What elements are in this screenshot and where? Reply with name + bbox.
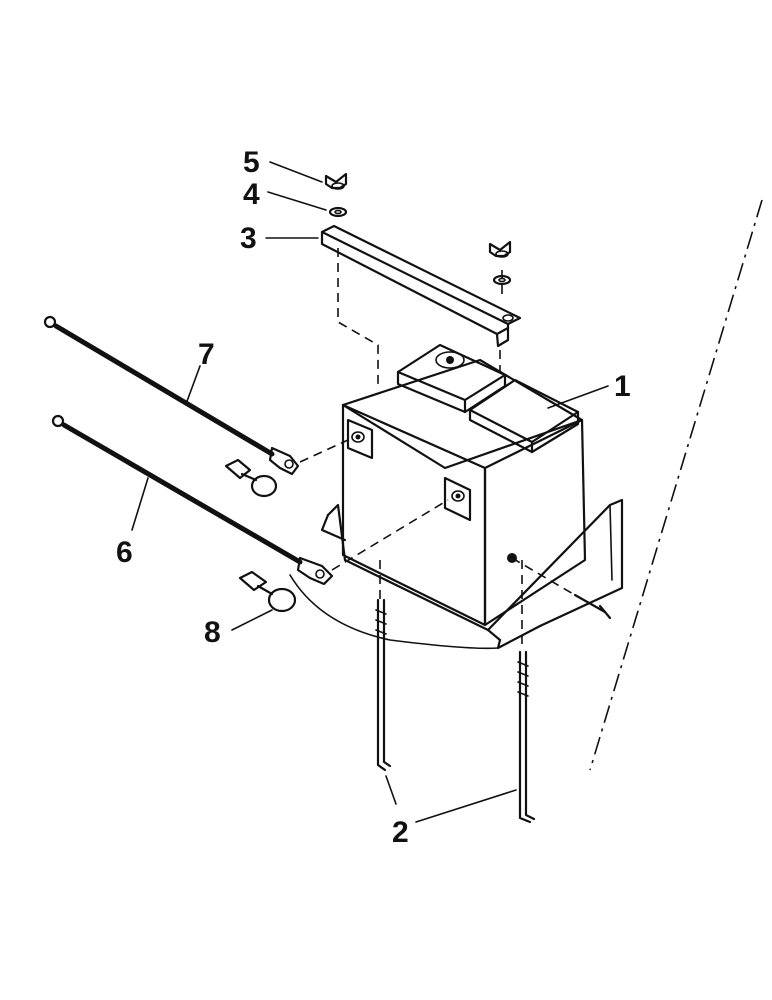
- callout-5: 5: [243, 146, 260, 179]
- wing-nut-left: [324, 172, 348, 218]
- callout-2: 2: [392, 816, 409, 849]
- positive-cable: [43, 315, 349, 476]
- panel-edge-line: [589, 199, 763, 771]
- hold-down-rods: [375, 560, 536, 824]
- battery: [341, 343, 587, 627]
- leader-lines: [131, 161, 609, 823]
- callout-8: 8: [204, 616, 221, 649]
- wing-nut-right: [488, 240, 512, 286]
- callout-7: 7: [198, 338, 215, 371]
- battery-tray: [289, 498, 624, 650]
- terminal-cap-upper: [224, 458, 278, 498]
- hold-down-bar: [320, 224, 522, 385]
- negative-cable: [51, 414, 449, 586]
- callout-6: 6: [116, 536, 133, 569]
- callout-4: 4: [243, 178, 260, 211]
- callout-3: 3: [240, 222, 257, 255]
- callout-1: 1: [614, 370, 631, 403]
- terminal-cap-lower: [238, 570, 297, 613]
- callout-labels: 5 4 3 1 7 6 8 2: [116, 146, 631, 849]
